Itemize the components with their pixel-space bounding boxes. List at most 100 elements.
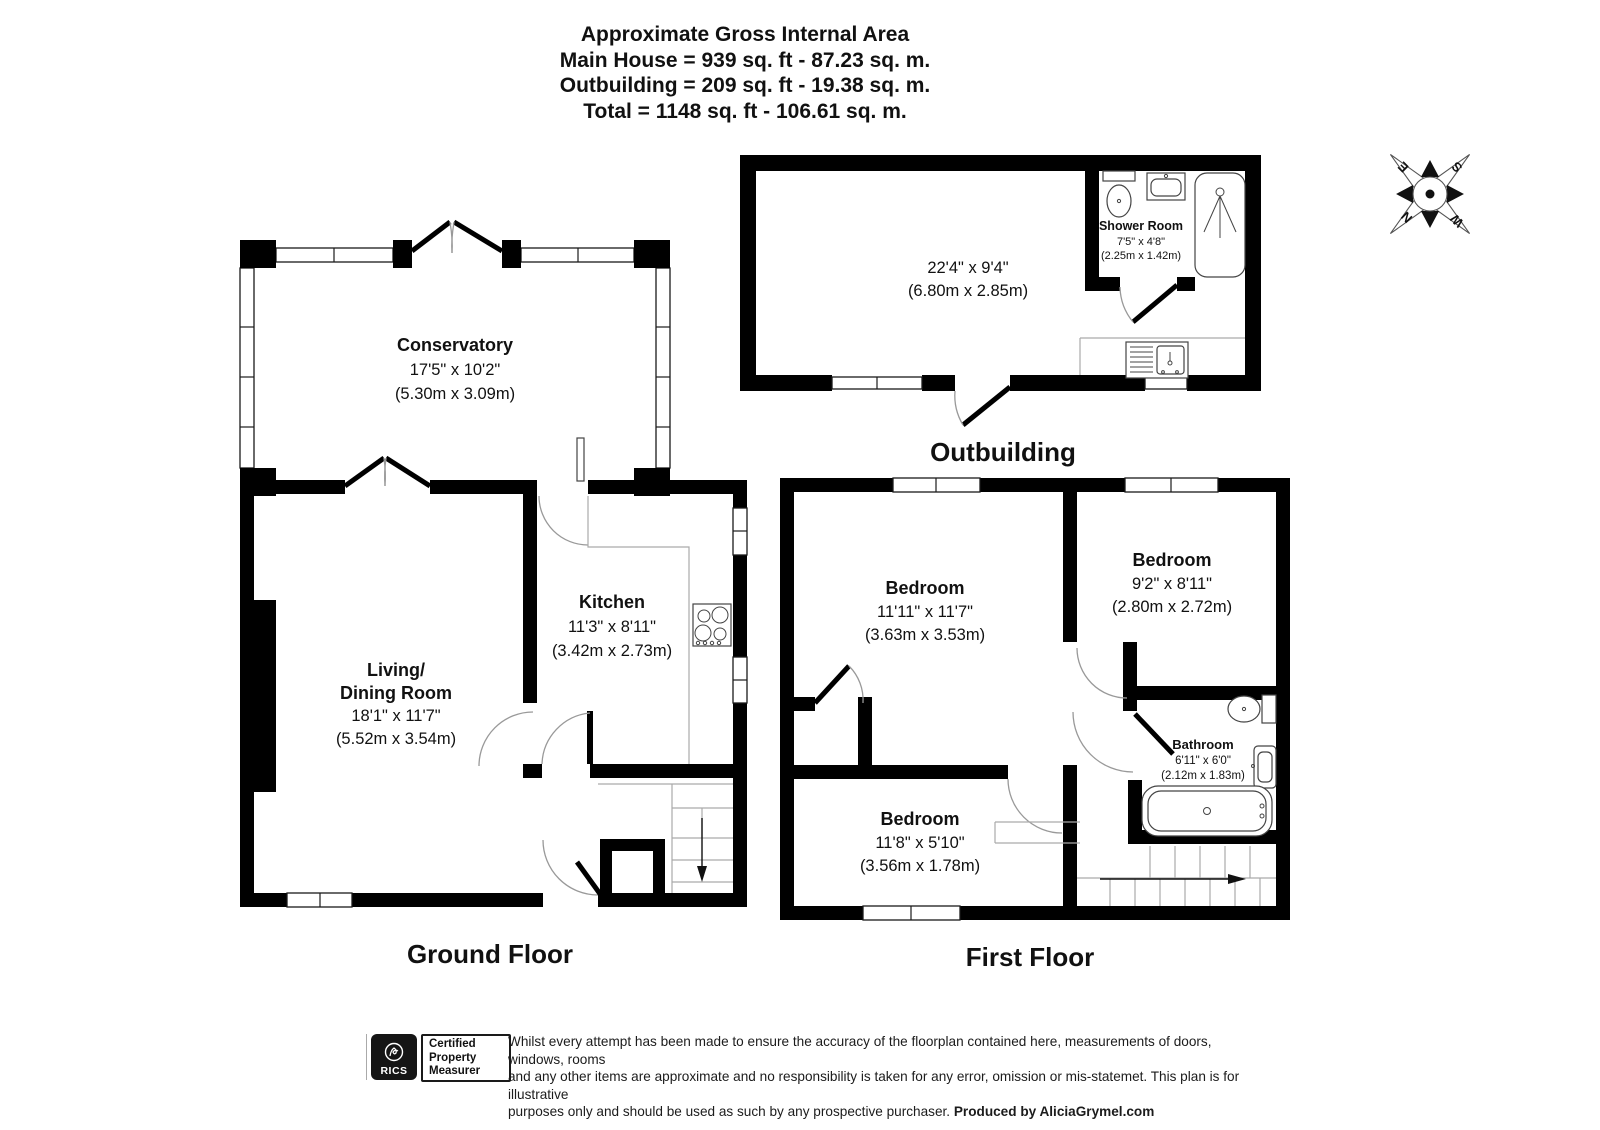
living-room-name-2: Dining Room	[340, 683, 452, 703]
living-room-imperial: 18'1" x 11'7"	[351, 707, 440, 725]
bedroom3-imperial: 11'8" x 5'10"	[875, 834, 964, 852]
wall	[922, 375, 955, 391]
bedroom1-imperial: 11'11" x 11'7"	[877, 603, 973, 621]
door-leaf	[576, 437, 585, 482]
title-block: Approximate Gross Internal Area Main Hou…	[345, 22, 1145, 124]
shower-room-metric: (2.25m x 1.42m)	[1101, 250, 1181, 262]
title-line-3: Outbuilding = 209 sq. ft - 19.38 sq. m.	[559, 74, 931, 97]
disclaimer-line-1: Whilst every attempt has been made to en…	[508, 1034, 1212, 1067]
outbuilding-imperial: 22'4" x 9'4"	[927, 259, 1008, 277]
toilet-icon	[1102, 170, 1136, 218]
title-line-4: Total = 1148 sq. ft - 106.61 sq. m.	[583, 99, 907, 123]
door-leaf	[1131, 283, 1179, 324]
disclaimer-line-3: purposes only and should be used as such…	[508, 1103, 1248, 1121]
compass-rose-icon: N E S W	[1389, 153, 1471, 235]
rics-logo: RICS	[371, 1034, 417, 1080]
kitchen-metric: (3.42m x 2.73m)	[552, 642, 672, 660]
interior-wall	[1123, 642, 1137, 711]
wall	[430, 480, 537, 494]
title-line-2: Main House = 939 sq. ft - 87.23 sq. m.	[559, 48, 931, 72]
wall	[733, 555, 747, 657]
sink-icon	[1146, 172, 1186, 201]
door-arc	[1119, 286, 1134, 323]
interior-wall	[1085, 277, 1120, 291]
shower-room-imperial: 7'5" x 4'8"	[1117, 236, 1165, 248]
wall	[1276, 478, 1290, 920]
wall	[733, 480, 747, 508]
wall	[588, 480, 747, 494]
outbuilding-plan: 22'4" x 9'4" (6.80m x 2.85m) Shower Room…	[740, 155, 1261, 467]
outbuilding-metric: (6.80m x 2.85m)	[908, 282, 1028, 300]
wall	[240, 480, 345, 494]
wall	[780, 478, 893, 492]
interior-wall	[794, 765, 1008, 779]
rics-label: RICS	[380, 1065, 408, 1077]
wall	[240, 893, 287, 907]
kitchen-name: Kitchen	[579, 592, 645, 612]
ground-floor-plan: Living/ Dining Room 18'1" x 11'7" (5.52m…	[240, 437, 748, 969]
window	[239, 267, 255, 469]
living-room-name-1: Living/	[367, 660, 425, 680]
interior-wall	[1177, 277, 1195, 291]
door-arc	[541, 712, 591, 765]
toilet-icon	[1227, 694, 1277, 724]
wall	[1187, 375, 1261, 391]
disclaimer-line-2: and any other items are approximate and …	[508, 1069, 1240, 1102]
kitchen-counter	[587, 496, 690, 764]
door-arc	[542, 839, 599, 896]
first-floor-label: First Floor	[966, 942, 1095, 972]
wall-corner	[634, 240, 670, 268]
rics-emblem-icon	[384, 1042, 404, 1062]
wall	[740, 375, 832, 391]
wall-jamb	[502, 240, 521, 268]
wall	[740, 155, 756, 391]
door-leaf	[1133, 712, 1175, 756]
outbuilding-label: Outbuilding	[930, 437, 1076, 467]
living-room-metric: (5.52m x 3.54m)	[336, 730, 456, 748]
door-leaf	[813, 664, 851, 705]
bathroom-imperial: 6'11" x 6'0"	[1175, 755, 1231, 767]
wall	[960, 906, 1290, 920]
door-leaf	[587, 711, 593, 764]
door-leaf	[961, 385, 1012, 427]
door-leaf	[574, 860, 606, 900]
chimney-breast	[254, 600, 276, 792]
french-doors	[410, 219, 504, 254]
bathroom-name: Bathroom	[1172, 737, 1233, 752]
window	[1144, 376, 1188, 390]
door-arc	[954, 390, 964, 426]
shower-room-name: Shower Room	[1099, 219, 1183, 233]
wall	[780, 906, 863, 920]
bathtub-icon	[1141, 785, 1273, 837]
wall	[1245, 155, 1261, 391]
double-doors	[343, 455, 432, 489]
certified-measurer-badge: Certified Property Measurer	[421, 1034, 511, 1082]
bathroom-metric: (2.12m x 1.83m)	[1161, 770, 1245, 782]
title-line-1: Approximate Gross Internal Area	[580, 23, 910, 46]
door-arc	[1076, 647, 1128, 699]
wall	[1010, 375, 1145, 391]
wall	[1218, 478, 1290, 492]
interior-wall	[858, 697, 872, 779]
conservatory-metric: (5.30m x 3.09m)	[395, 385, 515, 403]
conservatory-name: Conservatory	[397, 335, 513, 355]
bedroom1-name: Bedroom	[885, 578, 964, 598]
wall-jamb	[393, 240, 412, 268]
first-floor-stairs	[994, 821, 1276, 906]
wall	[240, 480, 254, 907]
door-arc	[478, 711, 534, 767]
wall	[733, 703, 747, 907]
wall	[352, 893, 543, 907]
interior-wall	[794, 697, 815, 711]
ground-floor-label: Ground Floor	[407, 939, 573, 969]
first-floor-plan: Bedroom 11'11" x 11'7" (3.63m x 3.53m) B…	[780, 477, 1290, 972]
door-arc	[1007, 778, 1063, 834]
sink-icon	[1251, 745, 1277, 789]
sink-unit-icon	[1079, 337, 1245, 379]
interior-wall	[590, 764, 747, 778]
interior-wall	[1128, 780, 1142, 844]
hob-icon	[692, 603, 732, 647]
interior-wall	[523, 494, 537, 703]
